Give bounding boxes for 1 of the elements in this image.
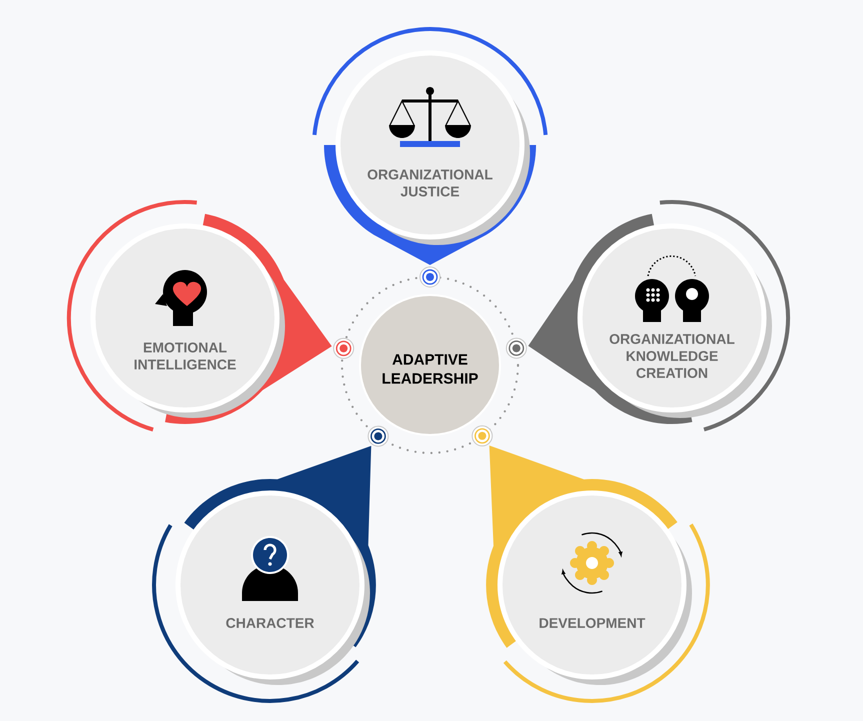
center-label: ADAPTIVE LEADERSHIP	[382, 354, 478, 384]
